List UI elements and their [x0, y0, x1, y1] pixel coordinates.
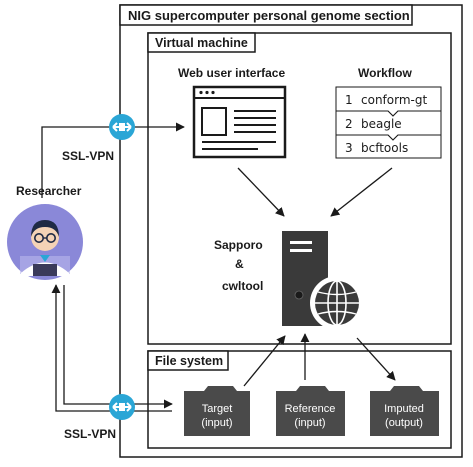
workflow-to-server-arrow [330, 167, 393, 217]
folder-target: Target (input) [184, 386, 250, 436]
svg-text:(input): (input) [294, 417, 325, 429]
server-to-imputed-arrow [356, 337, 396, 381]
ssl-vpn-top-label: SSL-VPN [62, 149, 114, 163]
svg-text:3: 3 [345, 141, 353, 155]
svg-text:conform-gt: conform-gt [361, 93, 427, 107]
svg-text:beagle: beagle [361, 117, 402, 131]
researcher-label: Researcher [16, 184, 82, 198]
workflow-step-1: 1 conform-gt [345, 93, 427, 107]
researcher-to-fs-arrow [63, 285, 173, 409]
workflow-step-3: 3 bcftools [345, 141, 408, 155]
svg-text:(input): (input) [201, 417, 232, 429]
file-system-box: File system [147, 350, 452, 449]
supercomputer-section: NIG supercomputer personal genome sectio… [119, 4, 463, 458]
svg-text:1: 1 [345, 93, 353, 107]
workflow-step-2: 2 beagle [345, 117, 402, 131]
target-to-server-arrow [243, 335, 286, 387]
svg-text:cwltool: cwltool [222, 279, 263, 293]
fs-to-researcher-arrow [51, 284, 172, 412]
ssl-vpn-bottom-label: SSL-VPN [64, 427, 116, 441]
vm-title: Virtual machine [155, 36, 248, 50]
web-ui-title: Web user interface [178, 66, 285, 80]
researcher-to-web-ui-arrow [41, 122, 185, 198]
ssl-vpn-bottom-icon [109, 394, 135, 420]
folder-imputed: Imputed (output) [370, 386, 439, 436]
svg-text:Target: Target [202, 403, 233, 415]
workflow-steps: 1 conform-gt 2 beagle 3 bcftools [335, 86, 442, 159]
globe-icon [310, 276, 364, 330]
section-title: NIG supercomputer personal genome sectio… [128, 8, 410, 23]
svg-text:Imputed: Imputed [384, 403, 424, 415]
engine-label: Sapporo & cwltool [214, 238, 263, 293]
ssl-vpn-top-icon [109, 114, 135, 140]
virtual-machine-box: Virtual machine [147, 32, 452, 345]
svg-text:Reference: Reference [285, 403, 336, 415]
workflow-title: Workflow [358, 66, 412, 80]
svg-text:bcftools: bcftools [361, 141, 408, 155]
web-to-server-arrow [237, 167, 285, 217]
svg-text:(output): (output) [385, 417, 423, 429]
svg-text:Sapporo: Sapporo [214, 238, 263, 252]
svg-text:&: & [235, 257, 244, 271]
browser-window-icon [192, 85, 287, 159]
svg-text:2: 2 [345, 117, 353, 131]
researcher-avatar [7, 204, 83, 280]
folder-reference: Reference (input) [276, 386, 345, 436]
fs-title: File system [155, 354, 223, 368]
